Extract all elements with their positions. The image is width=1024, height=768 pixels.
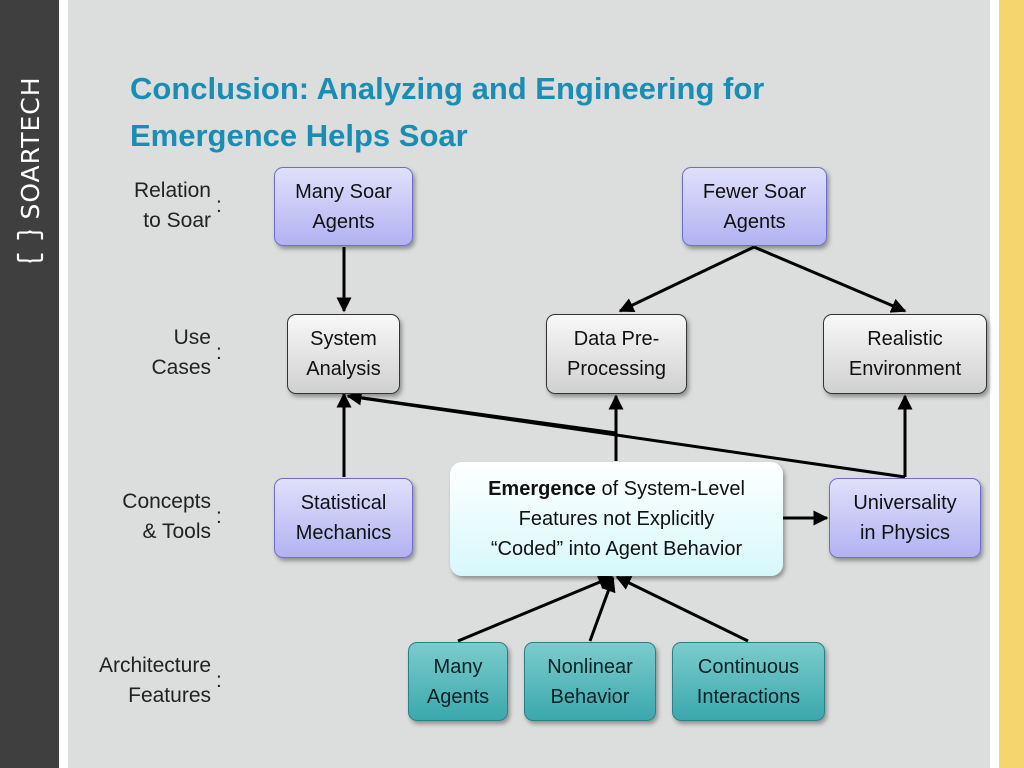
arrow-nonlinear-to-emergence xyxy=(588,576,616,642)
arrow-manyagents-to-emergence xyxy=(457,575,614,643)
row-colon: : xyxy=(216,194,222,217)
row-colon: : xyxy=(216,341,222,364)
arrow-fewer-soar-to-realistic xyxy=(753,245,907,313)
brackets-icon xyxy=(16,230,44,263)
node-data-preprocessing: Data Pre-Processing xyxy=(546,314,687,394)
sidebar: SOARTECH xyxy=(0,0,59,768)
slide-title: Conclusion: Analyzing and Engineering fo… xyxy=(130,71,765,153)
row-label-concepts: Concepts& Tools xyxy=(122,490,211,543)
arrow-fewer-soar-to-datapre xyxy=(618,245,755,313)
row-colon: : xyxy=(216,505,222,528)
node-emergence: Emergence of System-Level Features not E… xyxy=(450,462,783,576)
brand-logo: SOARTECH xyxy=(15,76,45,263)
arrow-continuous-to-emergence xyxy=(615,575,749,643)
accent-strip xyxy=(999,0,1024,768)
row-colon: : xyxy=(216,669,222,692)
arrow-universality-to-system xyxy=(346,390,906,479)
